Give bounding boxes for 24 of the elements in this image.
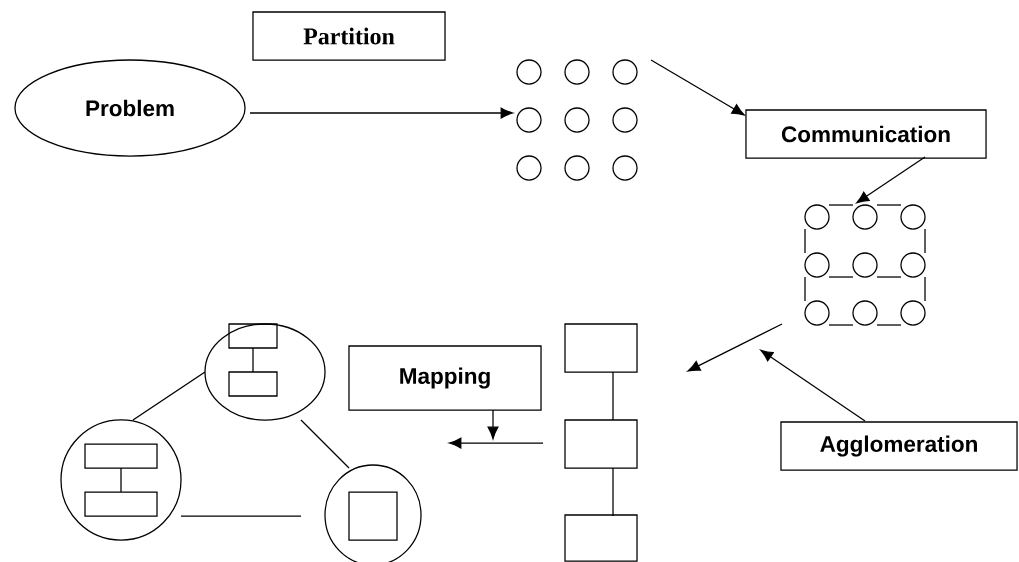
- arrow: [856, 156, 926, 204]
- connector-line: [612, 371, 614, 421]
- arrow: [249, 107, 514, 119]
- processor-drawing: [324, 464, 422, 562]
- arrow: [687, 323, 783, 372]
- label-box: Partition: [252, 11, 446, 61]
- label-box: Agglomeration: [780, 421, 1018, 471]
- arrow: [448, 437, 544, 449]
- connector-line: [612, 467, 614, 517]
- task-box: [564, 514, 638, 562]
- connector-line: [132, 371, 206, 421]
- label-box: Communication: [745, 109, 987, 159]
- connector-line: [300, 419, 350, 469]
- label-box: Mapping: [348, 345, 542, 411]
- circle-grid-drawing: [516, 59, 638, 181]
- task-box: [564, 419, 638, 469]
- arrow: [760, 349, 866, 422]
- linked-circle-grid-drawing: [804, 204, 926, 326]
- connector-line: [180, 515, 302, 517]
- arrow: [650, 59, 745, 116]
- arrow: [487, 409, 499, 440]
- processor-drawing: [60, 419, 182, 541]
- task-box: [564, 323, 638, 373]
- processor-drawing: [204, 323, 326, 421]
